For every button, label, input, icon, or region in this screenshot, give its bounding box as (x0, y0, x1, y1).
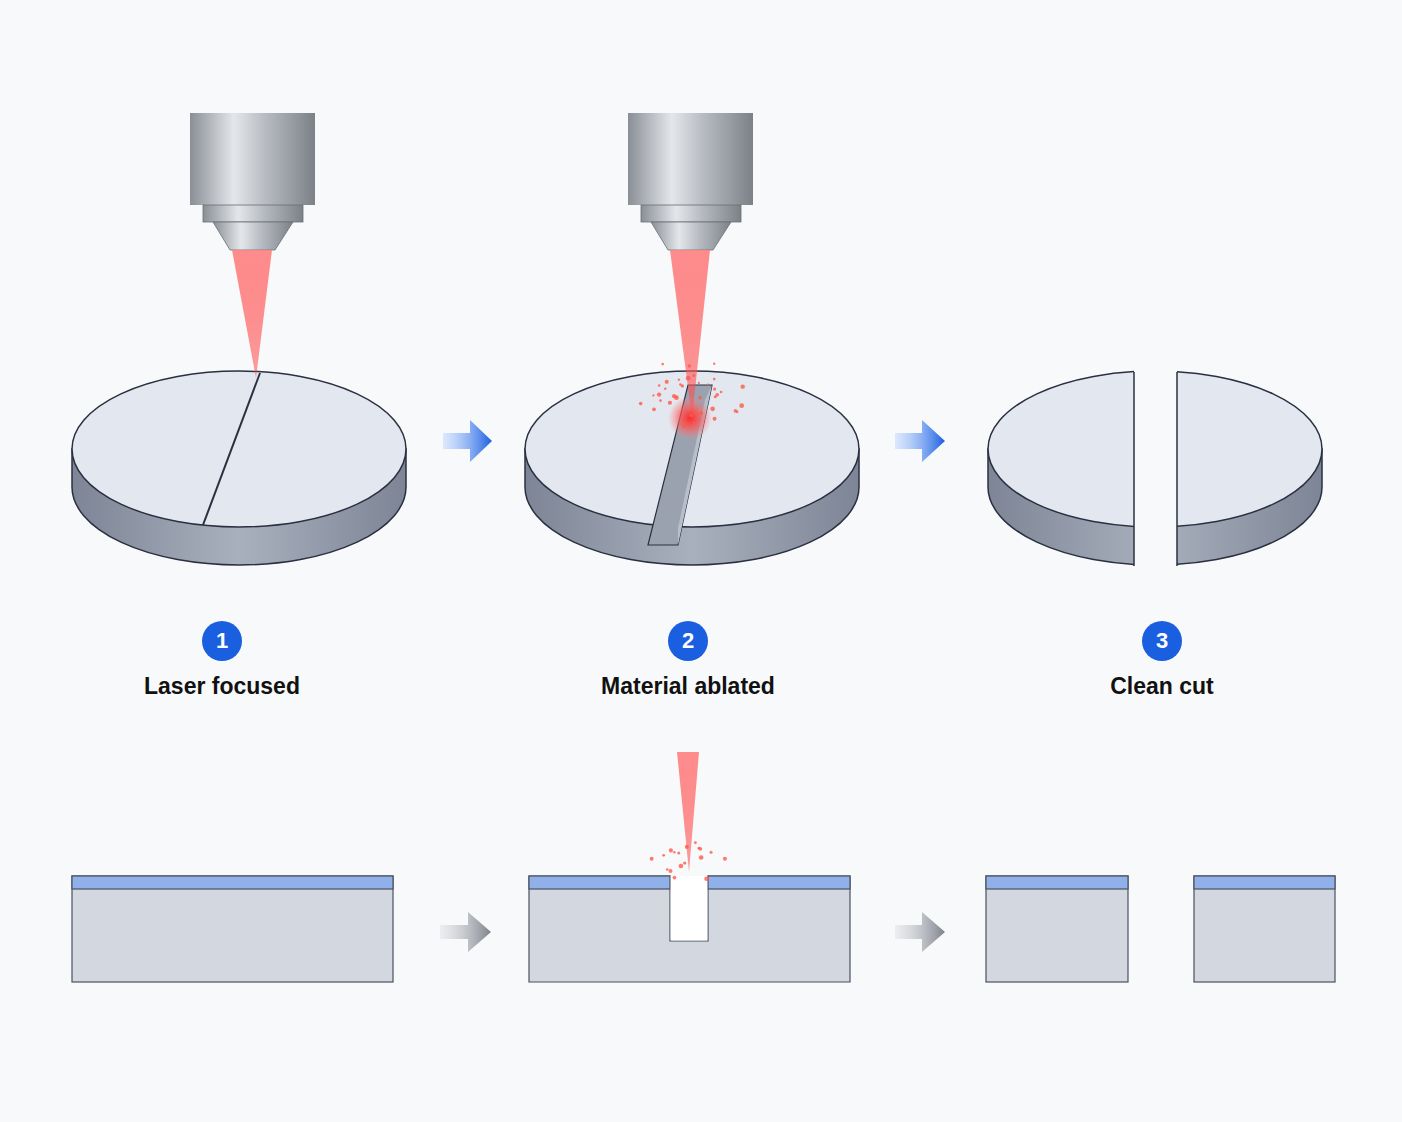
step-number: 3 (1142, 621, 1182, 661)
step-number: 2 (668, 621, 708, 661)
step-caption: Laser focused (144, 673, 300, 700)
step-caption: Clean cut (1110, 673, 1214, 700)
step: 1Laser focused (142, 621, 302, 700)
step: 3Clean cut (1108, 621, 1216, 700)
step-number: 1 (202, 621, 242, 661)
step-caption: Material ablated (601, 673, 775, 700)
step: 2Material ablated (599, 621, 777, 700)
